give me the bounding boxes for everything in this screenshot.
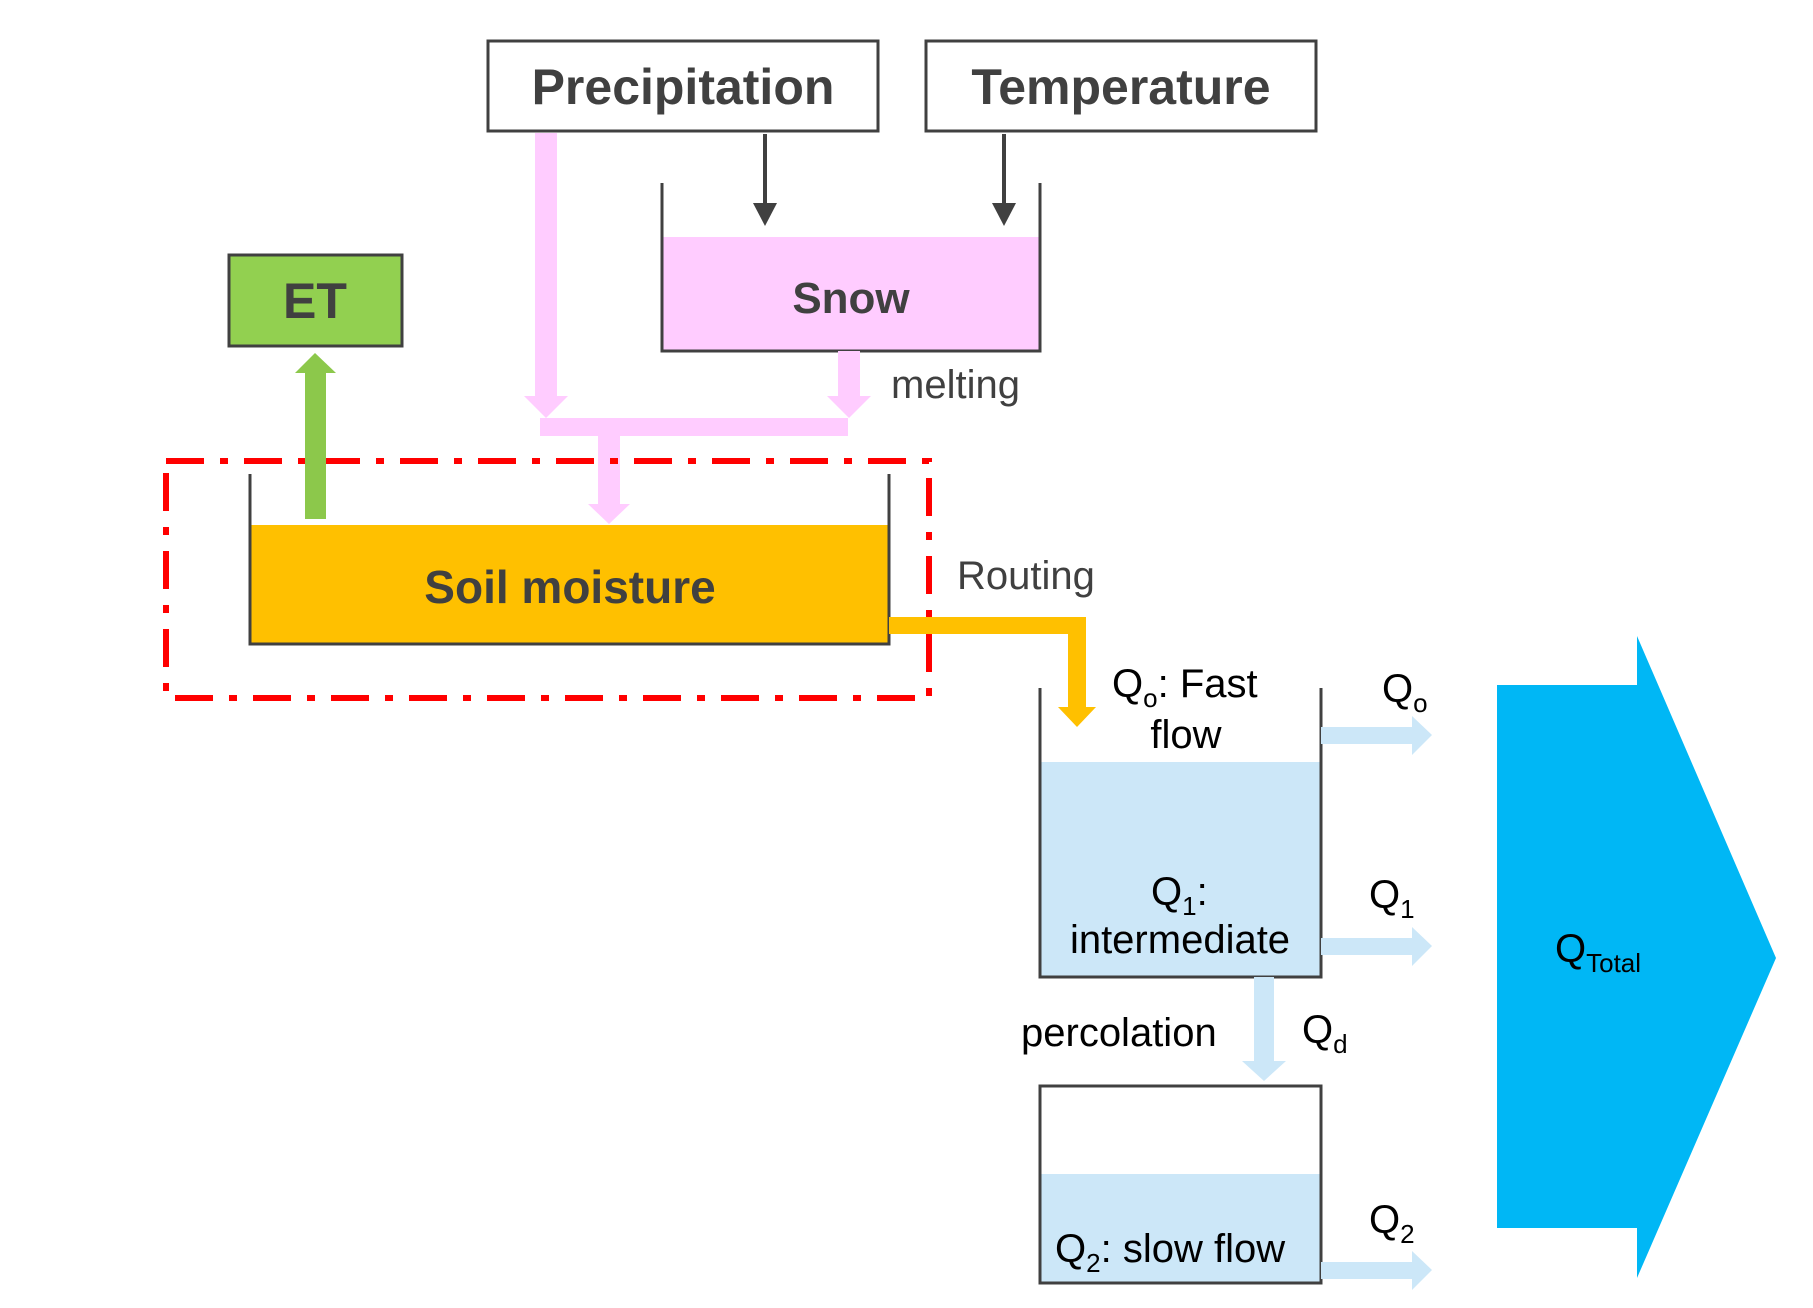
melting-label: melting	[891, 363, 1020, 407]
arrow-down-icon	[753, 134, 777, 226]
arrow-down-icon	[827, 351, 871, 418]
arrow-right-icon	[1321, 927, 1432, 966]
soil-moisture-label: Soil moisture	[424, 561, 715, 613]
q1-intermediate-label: Q1:	[1151, 870, 1208, 921]
lower-reservoir-outline	[1038, 1084, 1323, 1285]
percolation-label: percolation	[1021, 1011, 1217, 1055]
out-q2-label: Q2	[1369, 1198, 1415, 1249]
soil-highlight-region	[163, 458, 932, 701]
q0-fast-flow-label: Qo: Fast	[1112, 662, 1258, 713]
routing-label: Routing	[957, 554, 1095, 598]
out-q1-label: Q1	[1369, 873, 1415, 924]
q2-slow-flow-label: Q2: slow flow	[1055, 1227, 1285, 1278]
et-box	[227, 253, 404, 348]
snow-label: Snow	[792, 274, 910, 323]
q1-intermediate-label-line2: intermediate	[1070, 918, 1290, 962]
upper-reservoir-fill	[1040, 762, 1321, 977]
snow-fill	[662, 237, 1040, 351]
qd-label: Qd	[1302, 1008, 1348, 1059]
qtotal-label: QTotal	[1555, 927, 1641, 978]
arrow-up-icon	[295, 353, 336, 519]
precipitation-label: Precipitation	[532, 59, 835, 115]
arrow-down-icon	[1242, 977, 1286, 1081]
arrow-down-icon	[588, 436, 630, 524]
precipitation-box	[486, 39, 880, 133]
soil-moisture-fill	[250, 525, 889, 644]
arrow-right-icon	[1321, 716, 1432, 755]
out-q0-label: Qo	[1382, 667, 1428, 718]
snow-merge-bar	[540, 418, 848, 436]
temperature-box	[924, 39, 1318, 133]
upper-reservoir-outline	[1038, 688, 1323, 979]
arrow-down-icon	[992, 134, 1016, 226]
temperature-label: Temperature	[971, 59, 1270, 115]
et-label: ET	[283, 273, 347, 329]
qtotal-arrow	[1497, 636, 1776, 1278]
soil-tank-outline	[248, 474, 891, 646]
lower-reservoir-fill	[1040, 1174, 1321, 1283]
arrow-down-icon	[889, 617, 1096, 727]
q0-fast-flow-label-line2: flow	[1150, 713, 1221, 757]
arrow-down-icon	[524, 133, 568, 418]
arrow-right-icon	[1321, 1251, 1432, 1290]
